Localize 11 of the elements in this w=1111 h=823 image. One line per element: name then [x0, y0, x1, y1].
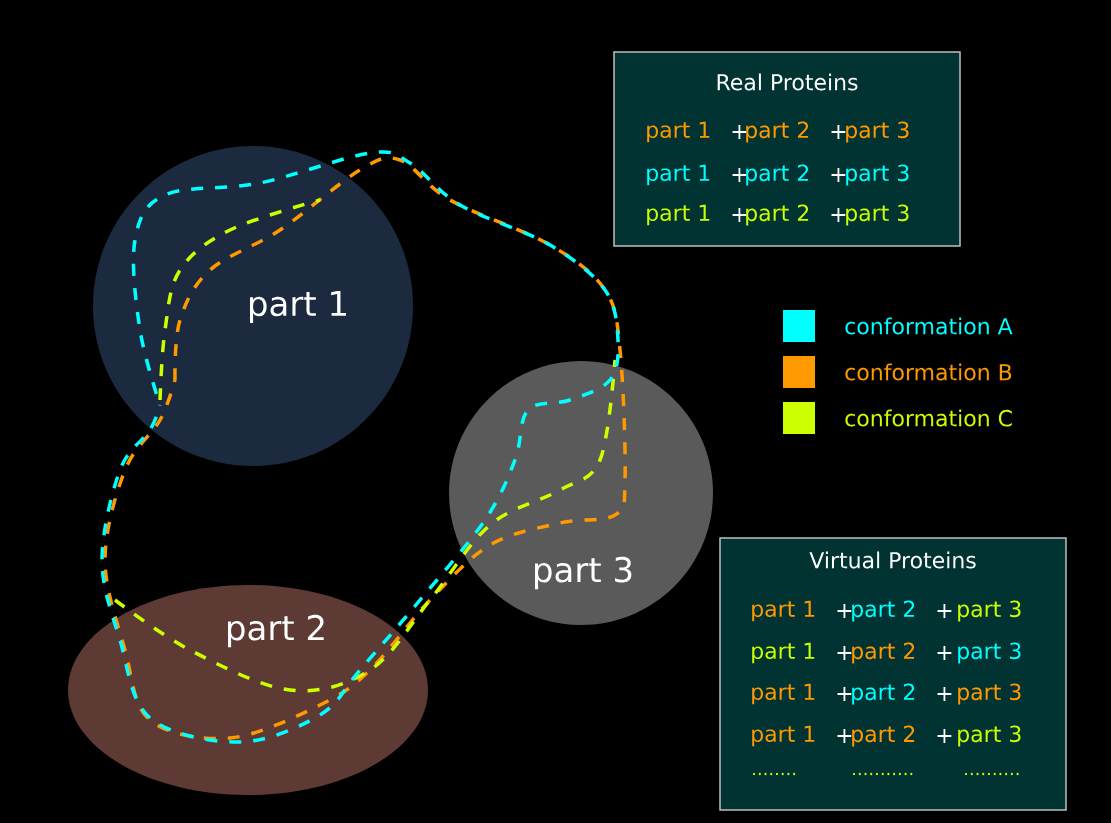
region-label: part 3 [535, 556, 632, 590]
region-label: part 2 [228, 614, 324, 648]
legend-label: conformation C [845, 409, 1012, 427]
list-panel: Virtual Proteins part 1 +part 2 + part 3 part 1 +part 2 + part 3 part 1 +part 2 + part 3 part 1 +part 2 + part 3 ........ ........... .......... [719, 537, 1067, 811]
legend-label: conformation B [845, 363, 1012, 381]
legend-label: conformation A [845, 317, 1013, 335]
circle-region [93, 146, 413, 466]
region-label: part 1 [250, 291, 346, 323]
list-panel: Real Proteins part 1 +part 2 +part 3 part 1 +part 2 +part 3 part 1 +part 2 +part 3 [613, 51, 961, 247]
circle-region [449, 361, 713, 625]
ellipse-region [68, 585, 428, 795]
